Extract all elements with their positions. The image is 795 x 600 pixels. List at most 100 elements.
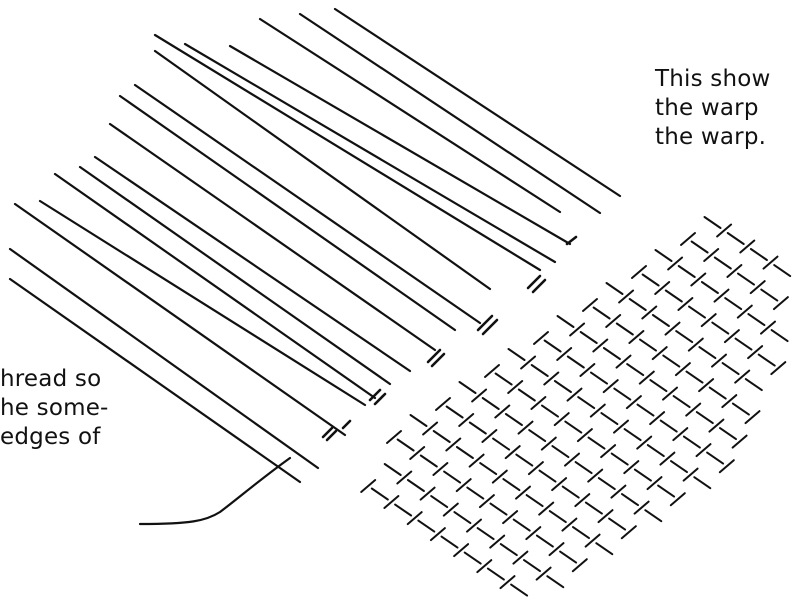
warp-segment — [656, 250, 672, 261]
warp-segment — [759, 355, 775, 366]
caption-left: hread so he some- edges of — [0, 365, 109, 452]
warp-end-mark — [323, 428, 336, 440]
warp-segment — [442, 537, 458, 548]
warp-segment — [519, 390, 535, 401]
warp-end-mark — [528, 276, 545, 292]
warp-segment — [408, 480, 424, 491]
warp-segment — [736, 339, 752, 350]
warp-thread — [335, 9, 620, 196]
warp-segment — [576, 462, 592, 473]
warp-segment — [550, 511, 566, 522]
warp-segment — [705, 217, 721, 228]
warp-segment — [689, 307, 705, 318]
warp-thread — [120, 96, 455, 330]
warp-segment — [627, 364, 643, 375]
warp-segment — [725, 298, 741, 309]
caption-line: the warp — [655, 94, 771, 123]
warp-segment — [447, 407, 463, 418]
warp-segment — [751, 249, 767, 260]
warp-segment — [715, 258, 731, 269]
warp-segment — [648, 445, 664, 456]
warp-segment — [565, 422, 581, 433]
warp-segment — [601, 413, 617, 424]
warp-thread — [135, 85, 480, 323]
warp-segment — [411, 415, 427, 426]
warp-segment — [460, 382, 476, 393]
warp-segment — [558, 316, 574, 327]
warp-segment — [483, 398, 499, 409]
warp-segment — [738, 274, 754, 285]
warp-end-mark — [478, 316, 497, 334]
warp-segment — [545, 341, 561, 352]
caption-line: the warp. — [655, 123, 771, 152]
warp-segment — [679, 266, 695, 277]
warp-segment — [653, 315, 669, 326]
warp-thread — [230, 46, 570, 244]
warp-segment — [746, 379, 762, 390]
warp-segment — [589, 438, 605, 449]
warp-segment — [692, 242, 708, 253]
warp-segment — [728, 233, 744, 244]
warp-segment — [511, 585, 527, 596]
warp-segment — [772, 330, 788, 341]
warp-segment — [586, 503, 602, 514]
warp-segment — [555, 381, 571, 392]
warp-segment — [529, 430, 545, 441]
warp-segment — [674, 396, 690, 407]
warp-segment — [524, 560, 540, 571]
warp-segment — [671, 461, 687, 472]
warp-segment — [712, 323, 728, 334]
warp-segment — [676, 331, 692, 342]
warp-segment — [527, 495, 543, 506]
warp-segment — [501, 544, 517, 555]
warp-segment — [607, 283, 623, 294]
warp-segment — [622, 494, 638, 505]
warp-segment — [697, 412, 713, 423]
warp-segment — [418, 521, 434, 532]
warp-segment — [516, 455, 532, 466]
warp-segment — [658, 486, 674, 497]
warp-segment — [573, 527, 589, 538]
warp-segment — [560, 552, 576, 563]
warp-segment — [454, 512, 470, 523]
warp-end-mark — [567, 237, 576, 244]
warp-segment — [563, 487, 579, 498]
warp-segment — [645, 510, 661, 521]
warp-segment — [650, 380, 666, 391]
warp-thread — [80, 167, 390, 384]
warp-segment — [638, 405, 654, 416]
warp-segment — [395, 505, 411, 516]
warp-segment — [478, 528, 494, 539]
warp-segment — [537, 536, 553, 547]
warp-segment — [761, 290, 777, 301]
warp-segment — [372, 489, 388, 500]
warp-segment — [431, 496, 447, 507]
warp-segment — [609, 519, 625, 530]
warp-thread — [185, 44, 555, 262]
warp-segment — [457, 447, 473, 458]
warp-segment — [514, 520, 530, 531]
warp-segment — [687, 372, 703, 383]
warp-segment — [398, 440, 414, 451]
caption-line: he some- — [0, 394, 109, 423]
warp-segment — [635, 470, 651, 481]
warp-segment — [509, 349, 525, 360]
warp-segment — [493, 439, 509, 450]
warp-segment — [488, 569, 504, 580]
warp-segment — [470, 423, 486, 434]
warp-segment — [694, 477, 710, 488]
caption-line: This show — [655, 65, 771, 94]
warp-segment — [612, 454, 628, 465]
warp-end-mark — [370, 390, 385, 404]
warp-segment — [503, 479, 519, 490]
caption-line: hread so — [0, 365, 109, 394]
warp-segment — [491, 504, 507, 515]
warp-segment — [434, 431, 450, 442]
warp-segment — [385, 464, 401, 475]
warp-segment — [630, 299, 646, 310]
warp-segment — [594, 308, 610, 319]
warp-segment — [723, 363, 739, 374]
warp-segment — [547, 576, 563, 587]
warp-segment — [599, 478, 615, 489]
warp-segment — [480, 463, 496, 474]
